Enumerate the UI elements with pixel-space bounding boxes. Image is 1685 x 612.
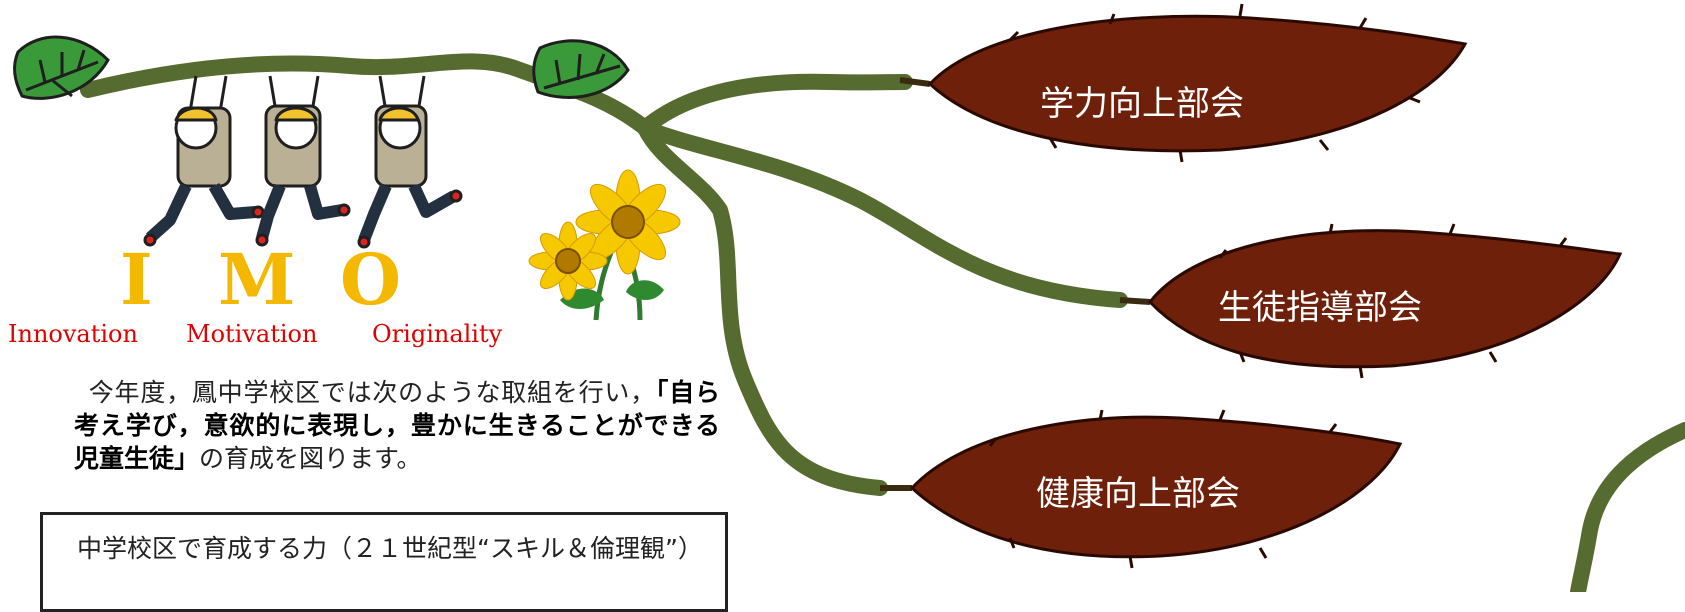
intro-highlight: 「自ら考え学び，意欲的に表現し，豊かに生きることができる児童生徒」: [74, 378, 720, 473]
intro-lead: 今年度，鳳中学校区では次のような取組を行い，: [88, 378, 656, 407]
potato-seito-icon: [1119, 223, 1623, 379]
vine-to-kenko: [637, 120, 888, 496]
leaf-left-icon: [13, 35, 110, 100]
dept-label-seito: 生徒指導部会: [1218, 288, 1422, 328]
imo-word-innovation: Innovation: [8, 320, 138, 348]
skills-box: 中学校区で育成する力（２１世紀型“スキル＆倫理観”）: [40, 512, 728, 612]
imo-letter-i: I: [120, 238, 153, 321]
imo-word-originality: Originality: [372, 320, 503, 348]
imo-letter-o: O: [340, 238, 401, 321]
child-hanging-2-icon: [255, 75, 351, 247]
dept-label-gakuryoku: 学力向上部会: [1040, 84, 1244, 124]
imo-letters: I M O: [110, 238, 470, 321]
imo-words: Innovation Motivation Originality: [8, 320, 538, 354]
intro-tail: の育成を図ります。: [199, 444, 422, 473]
intro-paragraph: 今年度，鳳中学校区では次のような取組を行い，「自ら考え学び，意欲的に表現し，豊か…: [74, 376, 720, 475]
vine-right-edge: [1570, 422, 1685, 592]
child-hanging-1-icon: [143, 75, 265, 247]
skills-box-title: 中学校区で育成する力（２１世紀型“スキル＆倫理観”）: [77, 534, 703, 563]
vine-to-gakuryoku: [637, 73, 913, 136]
sunflowers-icon: [528, 169, 681, 321]
vine-to-seito: [637, 120, 1128, 308]
illustration: [13, 3, 1685, 592]
potato-gakuryoku-icon: [899, 3, 1468, 163]
imo-letter-m: M: [218, 238, 296, 321]
imo-word-motivation: Motivation: [186, 320, 318, 348]
child-hanging-3-icon: [357, 75, 463, 249]
dept-label-kenko: 健康向上部会: [1036, 474, 1240, 514]
leaf-center-icon: [532, 39, 630, 99]
potato-kenko-icon: [880, 409, 1403, 569]
